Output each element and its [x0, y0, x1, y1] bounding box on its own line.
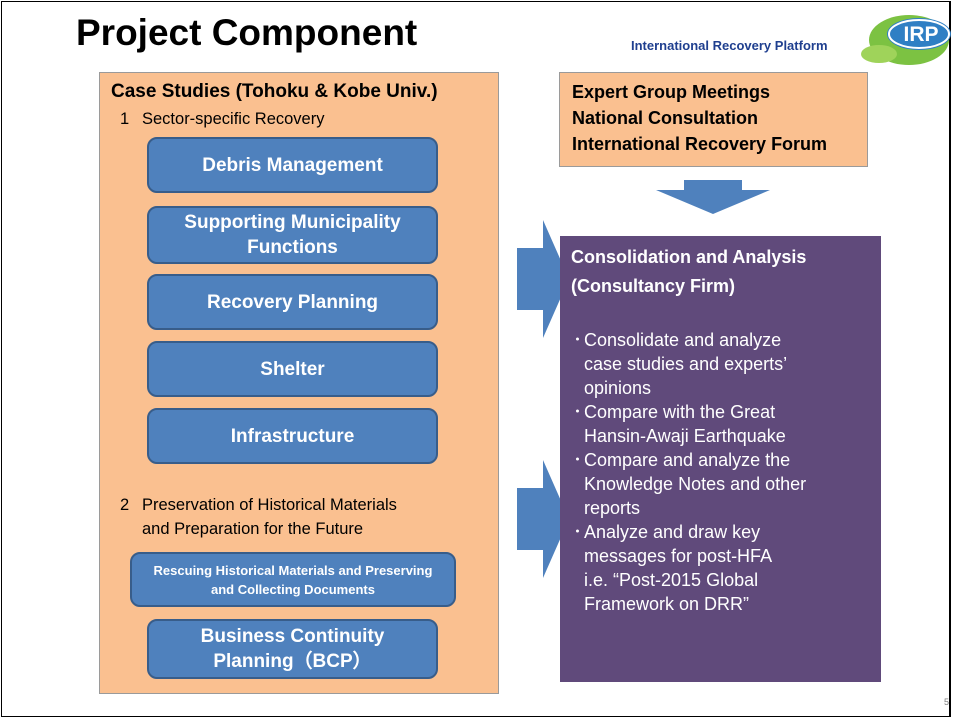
item-business-continuity-planning[interactable]: Business Continuity Planning（BCP）: [147, 619, 438, 679]
sector-supporting-municipality-functions[interactable]: Supporting Municipality Functions: [147, 206, 438, 264]
recovery-forum-line: International Recovery Forum: [572, 134, 828, 154]
case-studies-heading: Case Studies (Tohoku & Kobe Univ.): [111, 81, 438, 102]
page-number: 5: [944, 697, 950, 707]
list-item: ･ Consolidate and analyze case studies a…: [573, 330, 788, 398]
right-arrow-icon: [517, 220, 569, 338]
sector-debris-management[interactable]: Debris Management: [147, 137, 438, 193]
logo-text: IRP: [903, 23, 938, 46]
consolidation-analysis-box: Consolidation and Analysis (Consultancy …: [560, 236, 881, 682]
item-rescuing-historical-materials[interactable]: Rescuing Historical Materials and Preser…: [130, 552, 456, 607]
list-item: ･ Analyze and draw key messages for post…: [573, 522, 773, 614]
right-arrow-icon: [517, 460, 569, 578]
irp-logo: IRP: [861, 15, 951, 65]
org-name: International Recovery Platform: [631, 38, 828, 53]
list-item: ･ Compare with the Great Hansin-Awaji Ea…: [573, 402, 786, 446]
down-arrow-icon: [656, 180, 770, 214]
expert-meetings-line: Expert Group Meetings: [572, 82, 771, 102]
list-item: ･ Compare and analyze the Knowledge Note…: [573, 450, 807, 518]
expert-meetings-box: Expert Group Meetings National Consultat…: [559, 72, 868, 167]
sector-recovery-planning[interactable]: Recovery Planning: [147, 274, 438, 330]
sector-shelter[interactable]: Shelter: [147, 341, 438, 397]
national-consultation-line: National Consultation: [572, 108, 758, 128]
analysis-heading: Consolidation and Analysis (Consultancy …: [571, 247, 807, 296]
analysis-bullet-list: ･ Consolidate and analyze case studies a…: [573, 328, 873, 616]
sector-infrastructure[interactable]: Infrastructure: [147, 408, 438, 464]
slide-title: Project Component: [76, 12, 418, 53]
